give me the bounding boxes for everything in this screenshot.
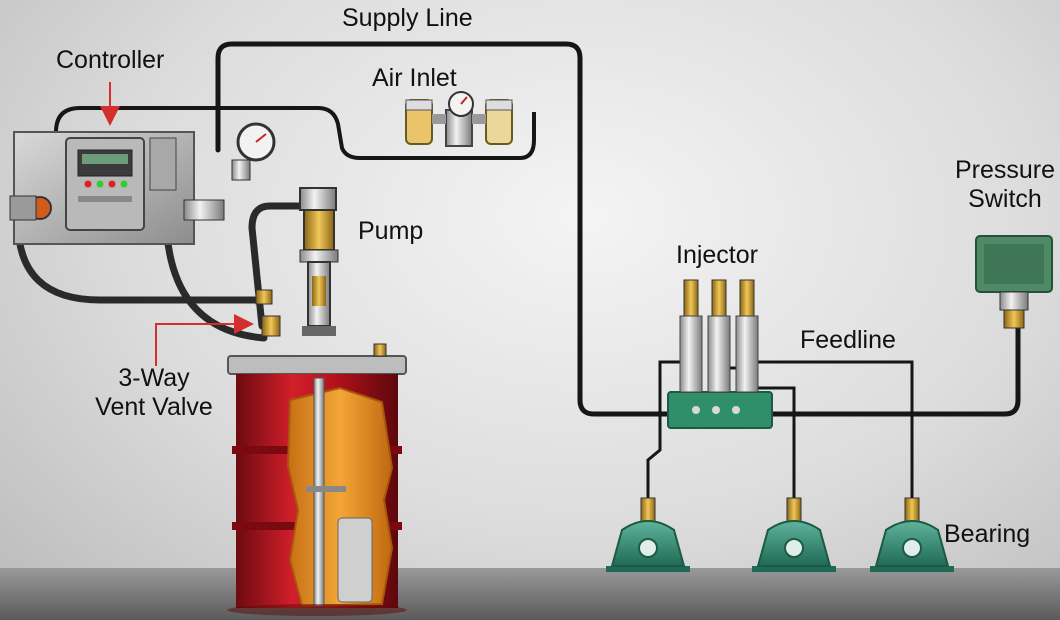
grease-drum-icon — [227, 355, 407, 616]
air-filter-regulator-icon — [405, 91, 513, 147]
injector-label: Injector — [676, 241, 758, 269]
floor — [0, 568, 1060, 620]
pillow-block-bearing-3 — [870, 497, 954, 572]
pressure-switch-label-line2: Switch — [968, 185, 1042, 213]
vent-valve-label-line2: Vent Valve — [95, 393, 213, 421]
feedline-label: Feedline — [800, 326, 896, 354]
injector-manifold-icon — [667, 279, 773, 429]
pillow-block-bearing-1 — [606, 497, 690, 572]
pressure-switch-label-line1: Pressure — [954, 156, 1056, 184]
pressure-gauge-icon — [183, 122, 276, 221]
injector-1 — [679, 279, 703, 393]
pump-label: Pump — [358, 217, 424, 245]
pressure-switch-label: Pressure Switch — [952, 156, 1058, 214]
air-line — [54, 106, 536, 160]
supply-line-label: Supply Line — [342, 4, 473, 32]
injector-2 — [707, 279, 731, 393]
vent-valve-arrow — [155, 314, 254, 366]
vent-valve-label: 3-Way Vent Valve — [86, 364, 222, 422]
injector-3 — [735, 279, 759, 393]
air-inlet-label: Air Inlet — [372, 64, 457, 92]
vent-valve-icon — [255, 289, 387, 357]
controller-panel-icon — [9, 131, 195, 245]
pillow-block-bearing-2 — [752, 497, 836, 572]
bearing-label: Bearing — [944, 520, 1031, 548]
controller-label: Controller — [56, 46, 165, 74]
vent-valve-label-line1: 3-Way — [118, 364, 190, 392]
pressure-switch-icon — [975, 235, 1053, 329]
supply-line-pipe — [215, 41, 1021, 417]
pump-icon — [299, 187, 339, 336]
